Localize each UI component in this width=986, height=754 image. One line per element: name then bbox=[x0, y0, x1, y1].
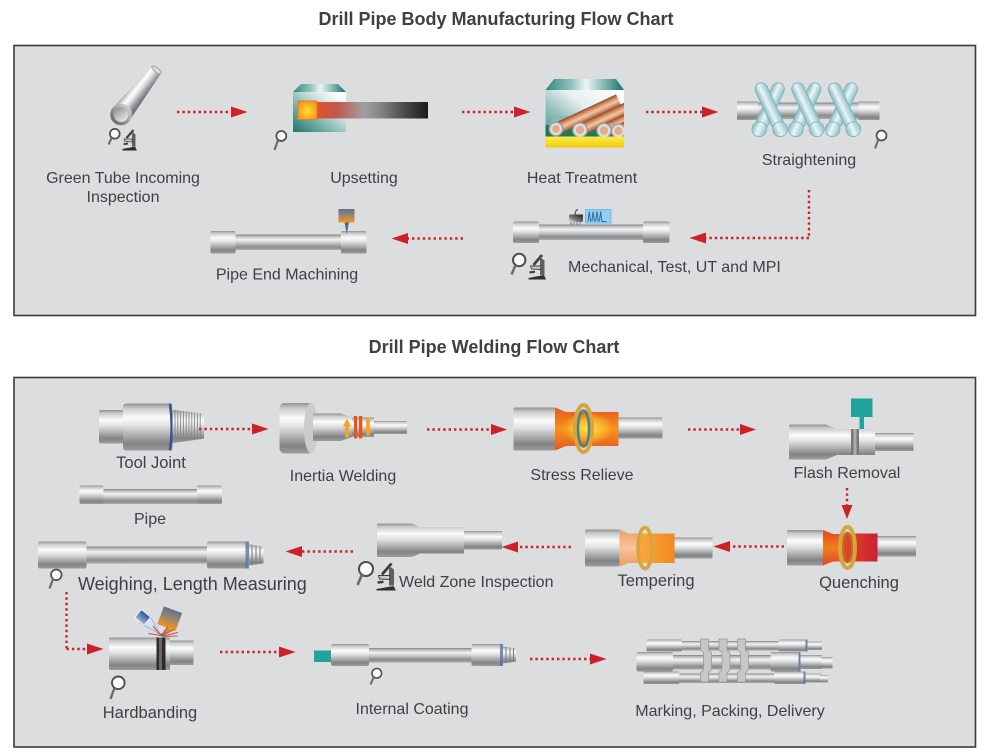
svg-text:Upsetting: Upsetting bbox=[330, 170, 398, 187]
svg-text:Quenching: Quenching bbox=[819, 574, 899, 592]
svg-text:Hardbanding: Hardbanding bbox=[103, 704, 198, 722]
svg-text:Inertia Welding: Inertia Welding bbox=[290, 468, 396, 485]
svg-text:Heat Treatment: Heat Treatment bbox=[527, 170, 638, 187]
svg-text:Straightening: Straightening bbox=[762, 152, 856, 169]
svg-text:Tool Joint: Tool Joint bbox=[116, 454, 186, 472]
svg-text:Green Tube Incoming: Green Tube Incoming bbox=[46, 170, 200, 187]
svg-text:Drill Pipe Body Manufacturing: Drill Pipe Body Manufacturing Flow Chart bbox=[318, 9, 673, 29]
svg-text:Internal Coating: Internal Coating bbox=[356, 701, 469, 718]
svg-text:Pipe: Pipe bbox=[134, 511, 166, 528]
svg-text:Weighing, Length Measuring: Weighing, Length Measuring bbox=[78, 574, 307, 594]
svg-text:Flash Removal: Flash Removal bbox=[794, 465, 901, 482]
svg-text:Stress Relieve: Stress Relieve bbox=[530, 467, 633, 484]
svg-text:Drill Pipe Welding Flow Chart: Drill Pipe Welding Flow Chart bbox=[369, 337, 620, 357]
svg-text:Marking, Packing, Delivery: Marking, Packing, Delivery bbox=[635, 703, 824, 720]
svg-text:Pipe End Machining: Pipe End Machining bbox=[216, 267, 358, 284]
svg-text:Mechanical, Test, UT and MPI: Mechanical, Test, UT and MPI bbox=[568, 259, 781, 276]
svg-text:Tempering: Tempering bbox=[617, 572, 694, 590]
svg-text:Weld Zone Inspection: Weld Zone Inspection bbox=[399, 574, 553, 591]
svg-text:Inspection: Inspection bbox=[87, 189, 160, 206]
